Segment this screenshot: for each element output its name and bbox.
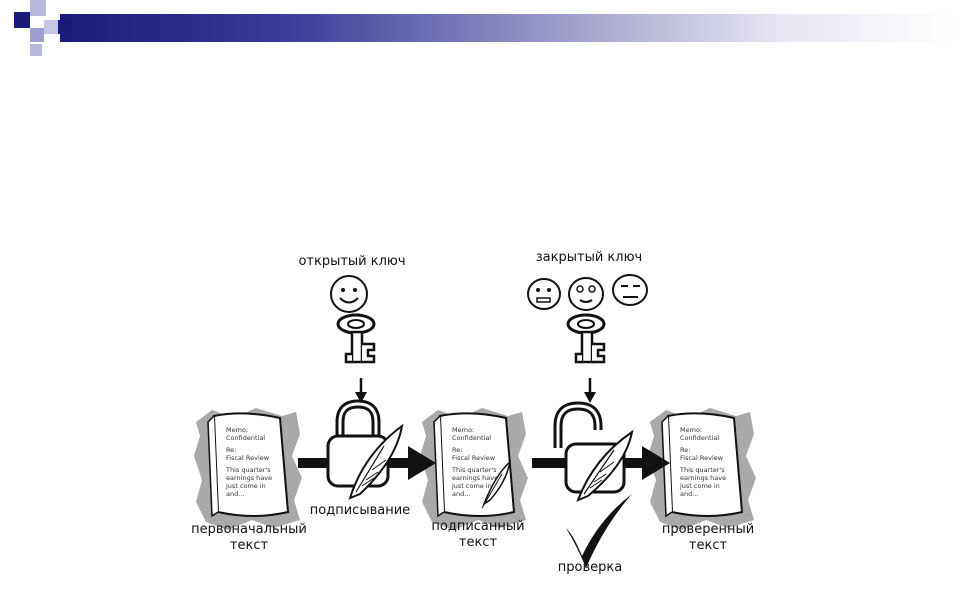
document-icon-signed: Memo: Confidential Re: Fiscal Review Thi… <box>419 407 529 531</box>
face-icon-3 <box>612 274 648 306</box>
document-icon-original: Memo: Confidential Re: Fiscal Review Thi… <box>193 407 303 531</box>
memo-line: Memo: <box>226 426 248 434</box>
memo-line: earnings have <box>680 474 726 482</box>
memo-line: Confidential <box>226 434 265 442</box>
arrow-icon-down-1 <box>355 378 367 403</box>
padlock-icon-open <box>553 401 634 502</box>
memo-line: just come in <box>679 482 720 490</box>
memo-line: Re: <box>226 446 236 454</box>
smiley-face-icon <box>330 275 368 313</box>
document-icon-verified: Memo: Confidential Re: Fiscal Review Thi… <box>647 407 757 531</box>
key-icon-private <box>566 313 606 364</box>
memo-line: Confidential <box>680 434 719 442</box>
memo-line: This quarter's <box>679 466 725 474</box>
memo-line: and... <box>680 490 698 498</box>
memo-line: just come in <box>451 482 492 490</box>
quill-pen-icon <box>481 460 512 509</box>
arrow-icon-down-2 <box>584 378 596 403</box>
verification-label: проверка <box>557 560 623 575</box>
key-icon-public <box>336 313 376 364</box>
memo-line: Fiscal Review <box>680 454 724 462</box>
verified-text-label: проверенный текст <box>661 522 755 553</box>
decor-square-lavender <box>30 0 46 16</box>
memo-line: just come in <box>225 482 266 490</box>
signed-text-label: подписанный текст <box>431 519 525 550</box>
public-key-label: открытый ключ <box>298 254 406 269</box>
checkmark-icon <box>566 494 632 568</box>
decor-square-lavender-4 <box>30 44 42 56</box>
memo-line: and... <box>226 490 244 498</box>
memo-line: and... <box>452 490 470 498</box>
decor-square-navy-2 <box>58 20 72 34</box>
memo-line: Re: <box>680 446 690 454</box>
quill-pen-icon <box>576 429 634 502</box>
memo-line: earnings have <box>226 474 272 482</box>
memo-line: Memo: <box>452 426 474 434</box>
quill-pen-icon <box>348 423 404 500</box>
original-text-label: первоначальный текст <box>191 522 307 553</box>
padlock-icon-closed <box>326 399 404 500</box>
memo-line: Fiscal Review <box>452 454 496 462</box>
signing-label: подписывание <box>309 503 411 518</box>
memo-line: Memo: <box>680 426 702 434</box>
decor-square-lavender-3 <box>30 28 44 42</box>
memo-line: This quarter's <box>225 466 271 474</box>
memo-line: This quarter's <box>451 466 497 474</box>
private-key-label: закрытый ключ <box>535 250 643 265</box>
face-icon-2 <box>568 277 604 311</box>
decor-square-navy <box>14 12 30 28</box>
memo-line: Fiscal Review <box>226 454 270 462</box>
decor-square-lavender-2 <box>44 20 58 34</box>
face-icon-1 <box>527 278 561 310</box>
memo-line: earnings have <box>452 474 498 482</box>
memo-line: Confidential <box>452 434 491 442</box>
slide-header-bar <box>60 14 960 42</box>
memo-line: Re: <box>452 446 462 454</box>
